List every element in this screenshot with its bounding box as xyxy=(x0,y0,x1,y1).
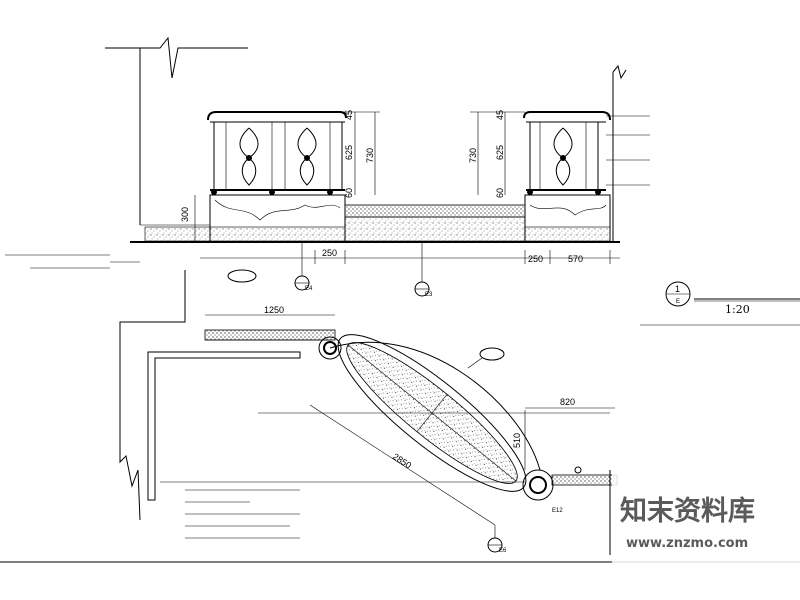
plan-top-handrail xyxy=(204,329,336,341)
dim-plan-diagonal xyxy=(309,404,496,526)
dim-plan-820: 820 xyxy=(560,397,575,407)
dim-rail-height-730-right: 730 xyxy=(468,148,478,163)
newel-post-bottom xyxy=(522,469,554,501)
callout-leader xyxy=(467,357,483,369)
section-callout-label: E3 xyxy=(425,292,433,298)
newel-post-top xyxy=(318,336,342,360)
left-ornament-knot xyxy=(304,155,310,161)
left-post-foot xyxy=(211,189,217,195)
left-post-foot xyxy=(327,189,333,195)
plan-outer-wall xyxy=(119,270,186,521)
dim-rail-height-730-left: 730 xyxy=(365,148,375,163)
right-pedestal-rock xyxy=(529,204,607,216)
watermark-url: www.znzmo.com xyxy=(626,536,748,551)
newel-post-bottom-inner xyxy=(529,476,547,494)
dim-rail-height-625-right: 625 xyxy=(495,145,505,160)
watermark: 知末资料库 www.znzmo.com xyxy=(612,453,800,563)
oval-outer-ring xyxy=(337,334,527,492)
drawing-scale: 1:20 xyxy=(725,303,750,316)
left-ornament-knot xyxy=(246,155,252,161)
section-callout-label: E6 xyxy=(499,548,507,554)
callout-bubble xyxy=(479,347,505,361)
dim-plan-510: 510 xyxy=(512,433,522,448)
right-post-foot xyxy=(527,189,533,195)
watermark-brand: 知末资料库 xyxy=(620,496,755,527)
left-railing xyxy=(207,111,347,195)
plan-right-handrail xyxy=(551,474,618,486)
dim-rail-height-625-left: 625 xyxy=(344,145,354,160)
right-railing xyxy=(523,111,650,195)
plan-view: 1250 2850 820 510 E xyxy=(0,270,800,563)
watermark-backdrop xyxy=(612,453,800,563)
dim-rail-base-60-right: 60 xyxy=(495,188,505,198)
base-band-right xyxy=(524,226,611,242)
plan-callout-label: E12 xyxy=(552,508,563,514)
center-step-base xyxy=(344,216,526,242)
right-handrail xyxy=(523,111,611,121)
newel-post-top-inner xyxy=(323,341,337,355)
left-handrail xyxy=(207,111,347,121)
dim-pedestal-height: 300 xyxy=(180,207,190,222)
plan-inner-wall xyxy=(147,351,301,501)
right-ornament-knot xyxy=(560,155,566,161)
title-number: 1 xyxy=(675,284,680,294)
left-post-foot xyxy=(269,189,275,195)
right-post-foot xyxy=(595,189,601,195)
callout-bubble xyxy=(227,269,257,283)
base-band-left xyxy=(144,226,346,242)
dim-rail-top-45-left: 45 xyxy=(344,110,354,120)
center-step-top xyxy=(344,204,526,218)
right-wall-break xyxy=(612,64,627,80)
left-pedestal xyxy=(209,194,346,243)
dim-plan-1250: 1250 xyxy=(264,305,284,315)
dim-rail-base-60-left: 60 xyxy=(344,188,354,198)
elevation-view: 625 730 45 60 625 730 45 60 300 250 250 … xyxy=(5,36,650,298)
drawing-title-block: 1 E 1:20 xyxy=(665,281,800,316)
dim-plan-2850: 2850 xyxy=(391,451,413,470)
left-wall-outline xyxy=(105,36,248,79)
dim-bottom-250-right: 250 xyxy=(528,254,543,264)
dim-bottom-570: 570 xyxy=(568,254,583,264)
small-callout xyxy=(574,466,582,474)
dim-rail-top-45-right: 45 xyxy=(495,110,505,120)
dim-bottom-250-left: 250 xyxy=(322,248,337,258)
left-pedestal-rock xyxy=(214,199,341,221)
title-sheet: E xyxy=(676,299,680,305)
right-pedestal xyxy=(524,194,611,243)
plan-curved-rail xyxy=(329,341,541,471)
section-callout-label: E4 xyxy=(305,286,313,292)
